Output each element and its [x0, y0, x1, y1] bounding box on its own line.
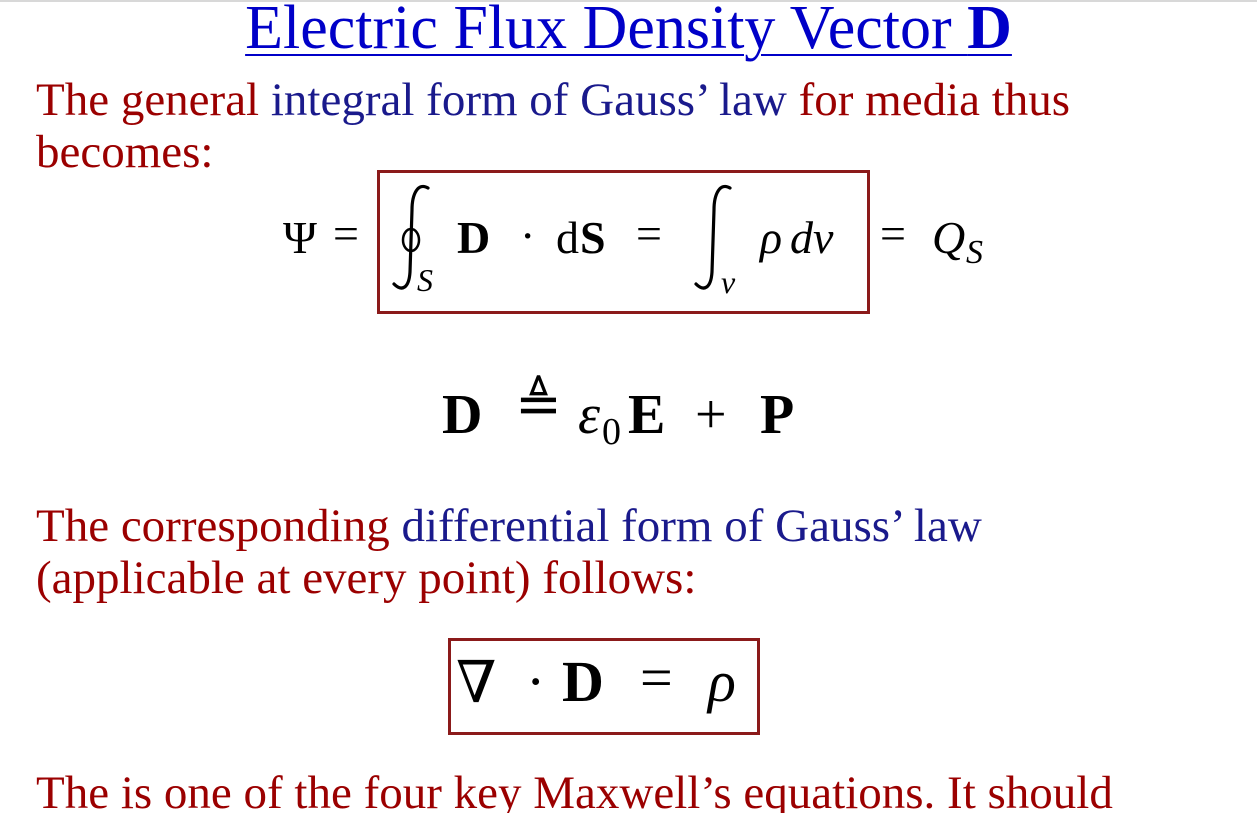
vector-D: D — [442, 384, 483, 446]
text-blue: differential form of Gauss’ law — [401, 500, 982, 552]
paragraph-line: The corresponding differential form of G… — [36, 500, 982, 552]
text-red: The corresponding — [36, 500, 402, 552]
vector-D: D — [562, 649, 604, 714]
vector-S: S — [580, 212, 606, 263]
nabla-symbol: ∇ — [456, 650, 497, 715]
rho-symbol: ρ — [708, 649, 736, 714]
slide-title: Electric Flux Density Vector D — [0, 0, 1257, 68]
text-blue: integral form of Gauss’ law — [270, 74, 799, 126]
charge-Q: Q — [932, 212, 966, 263]
paragraph-line: The is one of the four key Maxwell’s equ… — [36, 767, 1113, 813]
paragraph-line: (applicable at every point) follows: — [36, 552, 982, 604]
equals-sign: = — [640, 645, 673, 710]
paragraph-line: becomes: — [36, 126, 1070, 178]
definition-equals-sign: ≜ — [515, 374, 562, 436]
top-rule — [0, 0, 1257, 2]
text-red: becomes: — [36, 126, 214, 178]
psi-symbol: Ψ — [283, 212, 317, 263]
paragraph-line: The general integral form of Gauss’ law … — [36, 74, 1070, 126]
vector-P: P — [760, 384, 795, 446]
subscript-zero: 0 — [602, 411, 621, 453]
vector-D: D — [457, 212, 491, 263]
volume-integral-icon — [694, 184, 732, 290]
text-red: for media thus — [798, 74, 1071, 126]
paragraph-maxwell: The is one of the four key Maxwell’s equ… — [36, 767, 1113, 813]
epsilon-symbol: ε — [578, 384, 601, 446]
paragraph-integral-form: The general integral form of Gauss’ law … — [36, 74, 1070, 178]
slide-title-text: Electric Flux Density Vector — [245, 0, 968, 62]
subscript-v: v — [721, 264, 736, 300]
equals-sign: = — [880, 208, 906, 259]
rho-symbol: ρ — [760, 212, 783, 263]
differential-d: d — [556, 212, 579, 263]
dot-operator: · — [526, 649, 546, 714]
dot-operator: · — [520, 210, 536, 261]
slide-title-bold-D: D — [967, 0, 1012, 62]
paragraph-differential-form: The corresponding differential form of G… — [36, 500, 982, 604]
equals-sign: = — [333, 208, 359, 259]
vector-E: E — [628, 384, 666, 446]
text-red: (applicable at every point) follows: — [36, 552, 697, 604]
subscript-S: S — [966, 234, 983, 271]
text-red: The general — [36, 74, 271, 126]
equation-box — [377, 170, 870, 314]
equals-sign: = — [636, 208, 662, 259]
differential-dv: dv — [790, 212, 834, 263]
subscript-S: S — [417, 262, 433, 298]
equation-box — [448, 638, 760, 735]
plus-sign: + — [695, 384, 727, 446]
closed-surface-integral-icon — [392, 184, 430, 290]
